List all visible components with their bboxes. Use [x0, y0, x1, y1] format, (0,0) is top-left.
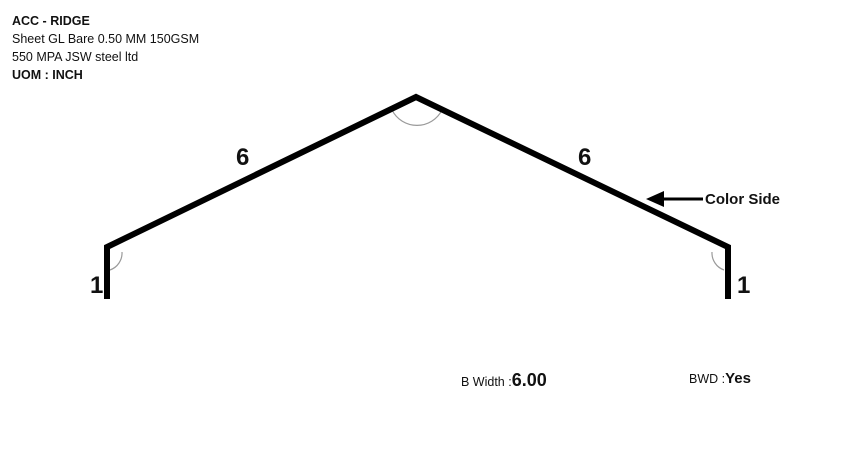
bwd-label: BWD : — [689, 372, 726, 386]
drawing-header: ACC - RIDGE Sheet GL Bare 0.50 MM 150GSM… — [12, 12, 199, 84]
left-slope-dimension: 6 — [236, 144, 249, 171]
color-side-arrow-icon — [646, 191, 703, 207]
bwd-value: Yes — [725, 370, 751, 387]
material-spec-line2: 550 MPA JSW steel ltd — [12, 50, 139, 64]
left-bend-angle-arc — [109, 251, 123, 271]
b-width-field: B Width :6.00 — [461, 370, 547, 391]
material-spec-line1: Sheet GL Bare 0.50 MM 150GSM — [12, 32, 200, 46]
unit-of-measure: UOM : INCH — [12, 68, 83, 82]
b-width-value: 6.00 — [511, 370, 547, 390]
right-bend-angle-arc — [711, 251, 725, 271]
drawing-title: ACC - RIDGE — [12, 14, 90, 28]
right-slope-dimension: 6 — [578, 144, 591, 171]
apex-angle-arc — [391, 109, 443, 126]
ridge-profile-line — [104, 93, 731, 299]
color-side-label: Color Side — [705, 191, 780, 208]
bwd-field: BWD :Yes — [689, 370, 751, 388]
left-leg-dimension: 1 — [90, 272, 103, 299]
b-width-label: B Width : — [461, 375, 512, 389]
right-leg-dimension: 1 — [737, 272, 750, 299]
